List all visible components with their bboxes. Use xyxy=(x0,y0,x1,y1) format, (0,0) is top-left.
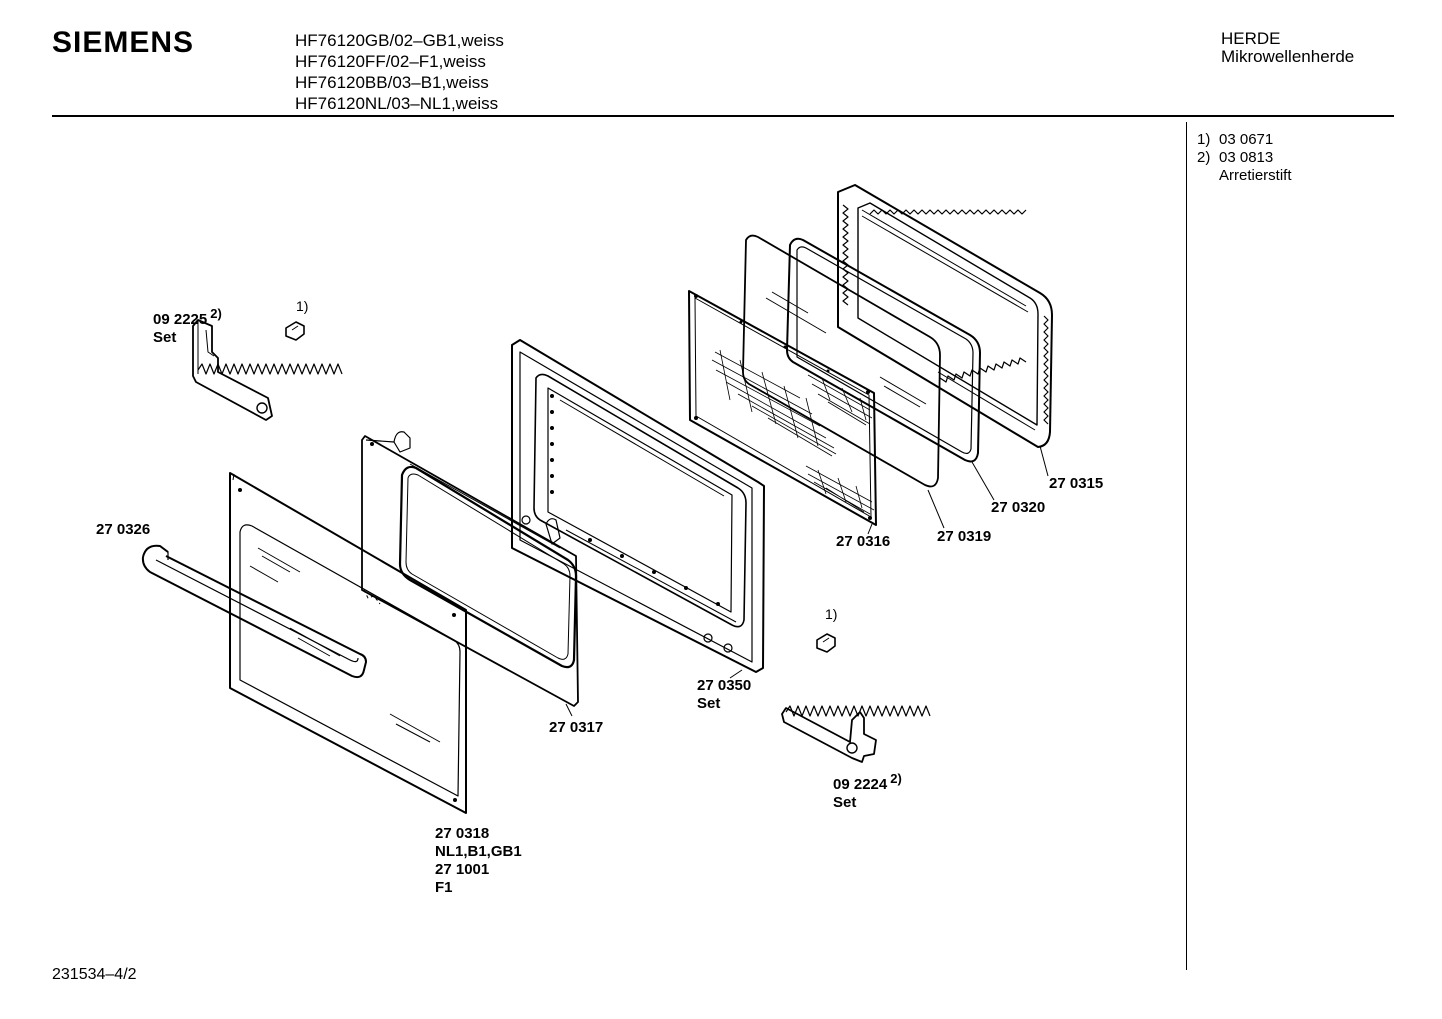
category-subtitle: Mikrowellenherde xyxy=(1221,47,1355,66)
footnote-key: 2) xyxy=(1197,149,1211,166)
part-variant: NL1,B1,GB1 xyxy=(435,843,522,860)
label-left-pin: 1) xyxy=(296,298,309,314)
label-choke-frame: 27 0315 xyxy=(1049,475,1104,492)
brand-logo: SIEMENS xyxy=(52,26,195,59)
right-hinge-part xyxy=(781,705,931,763)
footnote-value: Arretierstift xyxy=(1219,167,1292,184)
footnote-key: 1) xyxy=(1197,131,1211,148)
choke-frame-part xyxy=(837,184,1053,448)
footnote-ref: 2) xyxy=(890,771,902,786)
part-variant: F1 xyxy=(435,879,453,896)
leader-lines xyxy=(565,445,1049,717)
label-right-pin: 1) xyxy=(825,606,838,622)
model-line: HF76120BB/03–B1,weiss xyxy=(295,73,489,92)
part-suffix: Set xyxy=(833,794,857,811)
part-suffix: Set xyxy=(697,695,721,712)
footnote-ref: 2) xyxy=(210,306,222,321)
label-glass-pane: 27 0319 xyxy=(937,528,992,545)
label-mesh-screen: 27 0316 xyxy=(836,533,891,550)
part-number: 09 2224 xyxy=(833,776,888,793)
model-line: HF76120GB/02–GB1,weiss xyxy=(295,31,504,50)
footnote-row: 2) 03 0813 xyxy=(1197,149,1292,167)
footnote-row: 1) 03 0671 xyxy=(1197,131,1292,149)
left-hinge-part xyxy=(192,319,343,421)
door-frame-part xyxy=(511,339,765,673)
header-rule xyxy=(52,115,1394,117)
door-handle-part xyxy=(141,544,367,679)
label-inner-glass-frame: 27 0317 xyxy=(549,719,604,736)
inner-glass-frame-part xyxy=(361,431,579,707)
sidebar-divider xyxy=(1186,122,1187,970)
part-number: 27 0318 xyxy=(435,825,490,842)
label-handle: 27 0326 xyxy=(96,521,151,538)
category-block: HERDE Mikrowellenherde xyxy=(1221,30,1354,66)
label-outer-door: 27 0318 NL1,B1,GB1 27 1001 F1 xyxy=(435,825,522,897)
category-title: HERDE xyxy=(1221,29,1281,48)
model-line: HF76120NL/03–NL1,weiss xyxy=(295,94,499,113)
left-pin-part xyxy=(285,321,305,341)
part-number: 27 0350 xyxy=(697,677,752,694)
model-list: HF76120GB/02–GB1,weiss HF76120FF/02–F1,w… xyxy=(295,30,504,114)
part-suffix: Set xyxy=(153,329,177,346)
label-seal-gasket: 27 0320 xyxy=(991,499,1046,516)
label-door-frame: 27 0350 Set xyxy=(697,677,751,713)
outer-door-part xyxy=(229,472,467,814)
model-line: HF76120FF/02–F1,weiss xyxy=(295,52,486,71)
part-number: 27 1001 xyxy=(435,861,490,878)
glass-pane-part xyxy=(742,234,941,488)
footnote-row: Arretierstift xyxy=(1197,167,1292,185)
footnotes: 1) 03 0671 2) 03 0813 Arretierstift xyxy=(1197,131,1292,185)
seal-gasket-part xyxy=(786,237,981,463)
footnote-value: 03 0671 xyxy=(1219,131,1274,148)
footnote-value: 03 0813 xyxy=(1219,149,1274,166)
document-number: 231534–4/2 xyxy=(52,966,137,983)
part-number: 09 2225 xyxy=(153,311,208,328)
mesh-screen-part xyxy=(688,290,877,526)
right-pin-part xyxy=(816,633,836,653)
